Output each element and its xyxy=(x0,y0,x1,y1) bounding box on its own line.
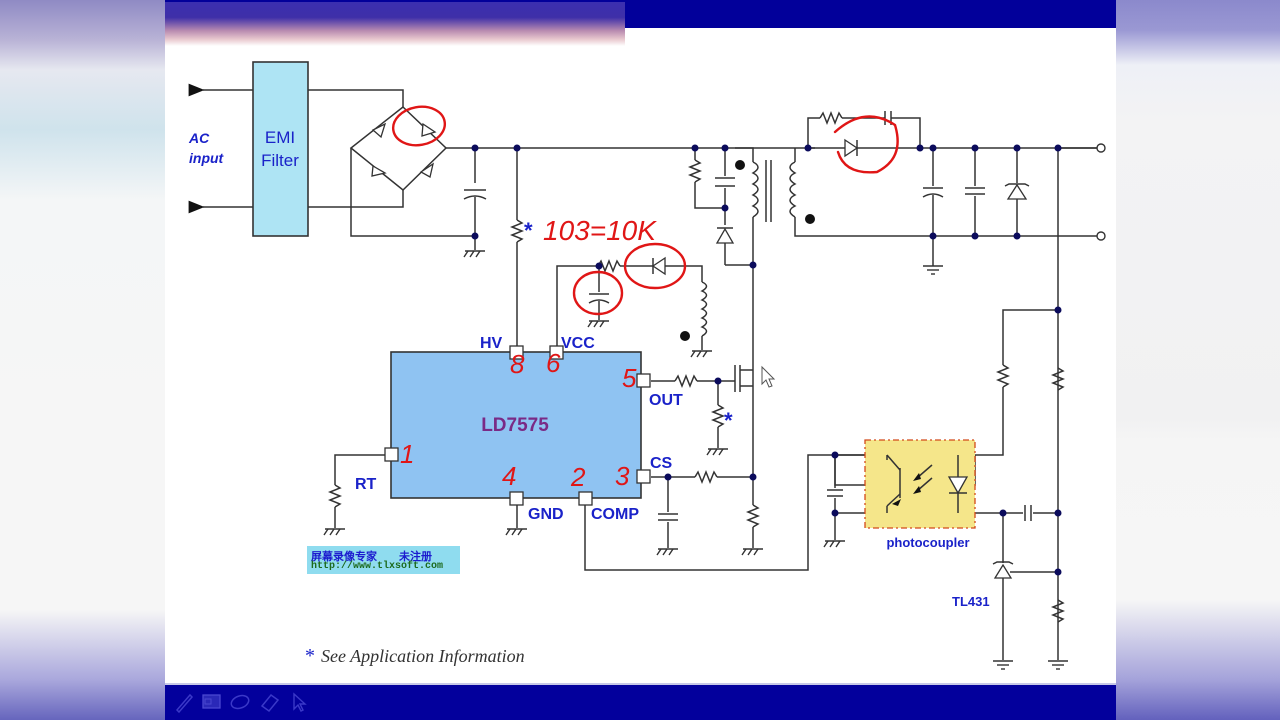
gate-resistor-asterisk: * xyxy=(724,408,733,433)
tl431-label: TL431 xyxy=(952,594,990,609)
label-cs: CS xyxy=(650,455,673,472)
annotation-pin1: 1 xyxy=(400,439,414,469)
pin-hv xyxy=(509,345,524,360)
annotation-circle-vcc-diode xyxy=(623,242,687,290)
right-background xyxy=(1116,0,1280,720)
annotation-resistor-note: 103=10K xyxy=(543,215,657,246)
label-rt: RT xyxy=(355,476,377,493)
label-vcc: VCC xyxy=(561,335,595,352)
pin-cs xyxy=(636,469,651,484)
ground-vcc xyxy=(587,320,609,328)
photocoupler-box xyxy=(864,439,976,529)
slide-title-banner xyxy=(165,2,625,46)
ground-aux xyxy=(690,350,712,358)
pointer-tool-button[interactable] xyxy=(289,691,311,713)
watermark-title: 屏幕录像专家 xyxy=(311,550,377,563)
ic-ld7575 xyxy=(390,351,642,499)
ground-divider xyxy=(1048,660,1068,670)
output-terminal-negative xyxy=(1096,231,1106,241)
ground-secondary xyxy=(923,265,943,275)
pin-gnd xyxy=(509,491,524,506)
footnote-text: See Application Information xyxy=(321,646,525,666)
pin-vcc xyxy=(549,345,564,360)
ic-name: LD7575 xyxy=(481,415,549,436)
annotation-pin2: 2 xyxy=(570,462,586,492)
annotation-pin4: 4 xyxy=(502,461,516,491)
left-background xyxy=(0,0,165,720)
label-gnd: GND xyxy=(528,506,564,523)
annotation-pin8: 8 xyxy=(510,349,525,379)
pointer-icon xyxy=(293,692,307,712)
pen-tool-button[interactable] xyxy=(173,691,195,714)
ground-tl431 xyxy=(993,660,1013,670)
bridge-rectifier xyxy=(349,106,448,192)
screen-icon xyxy=(202,694,221,709)
label-comp: COMP xyxy=(591,506,639,523)
ground-bulk xyxy=(463,250,485,258)
label-out: OUT xyxy=(649,392,683,409)
mouse-cursor-icon xyxy=(761,365,776,388)
lasso-tool-button[interactable] xyxy=(229,691,251,713)
pin-out xyxy=(636,373,651,388)
pen-icon xyxy=(175,693,194,714)
slide: EMI Filter AC input xyxy=(165,0,1116,720)
annotation-circle-vcc-cap xyxy=(572,270,624,316)
hv-resistor-asterisk: * xyxy=(524,218,533,243)
annotation-circle-output-diode xyxy=(833,115,899,174)
eraser-icon xyxy=(260,693,280,713)
watermark-banner: 屏幕录像专家 未注册 http://www.tlxsoft.com xyxy=(307,546,460,574)
ground-photo xyxy=(823,540,845,548)
ground-cs-cap xyxy=(656,548,678,556)
annotation-pin3: 3 xyxy=(615,461,630,491)
ground-gate xyxy=(706,448,728,456)
output-terminal-positive xyxy=(1096,143,1106,153)
ground-gnd xyxy=(505,528,527,536)
label-hv: HV xyxy=(480,335,503,352)
footnote-star: * xyxy=(305,645,315,667)
footnote: * See Application Information xyxy=(305,645,525,668)
pin-rt xyxy=(384,447,399,462)
emi-label-1: EMI xyxy=(265,128,295,147)
photocoupler-label: photocoupler xyxy=(886,535,969,550)
annotation-pin5: 5 xyxy=(622,363,637,393)
watermark-url: http://www.tlxsoft.com xyxy=(311,561,444,572)
ground-rt xyxy=(323,528,345,536)
eraser-tool-button[interactable] xyxy=(259,691,281,713)
emi-label-2: Filter xyxy=(261,151,299,170)
ac-label-2: input xyxy=(189,150,225,166)
watermark-status: 未注册 xyxy=(399,550,432,563)
ac-label-1: AC xyxy=(188,130,210,146)
annotation-toolbar xyxy=(165,683,1116,720)
screen-tool-button[interactable] xyxy=(201,691,223,713)
annotation-circle-bridge-diode xyxy=(391,105,447,147)
lasso-icon xyxy=(230,694,250,710)
ground-sense xyxy=(741,548,763,556)
schematic: EMI Filter AC input xyxy=(188,61,1106,670)
annotation-pin6: 6 xyxy=(546,348,561,378)
emi-filter-box xyxy=(252,61,309,237)
pin-comp xyxy=(578,491,593,506)
